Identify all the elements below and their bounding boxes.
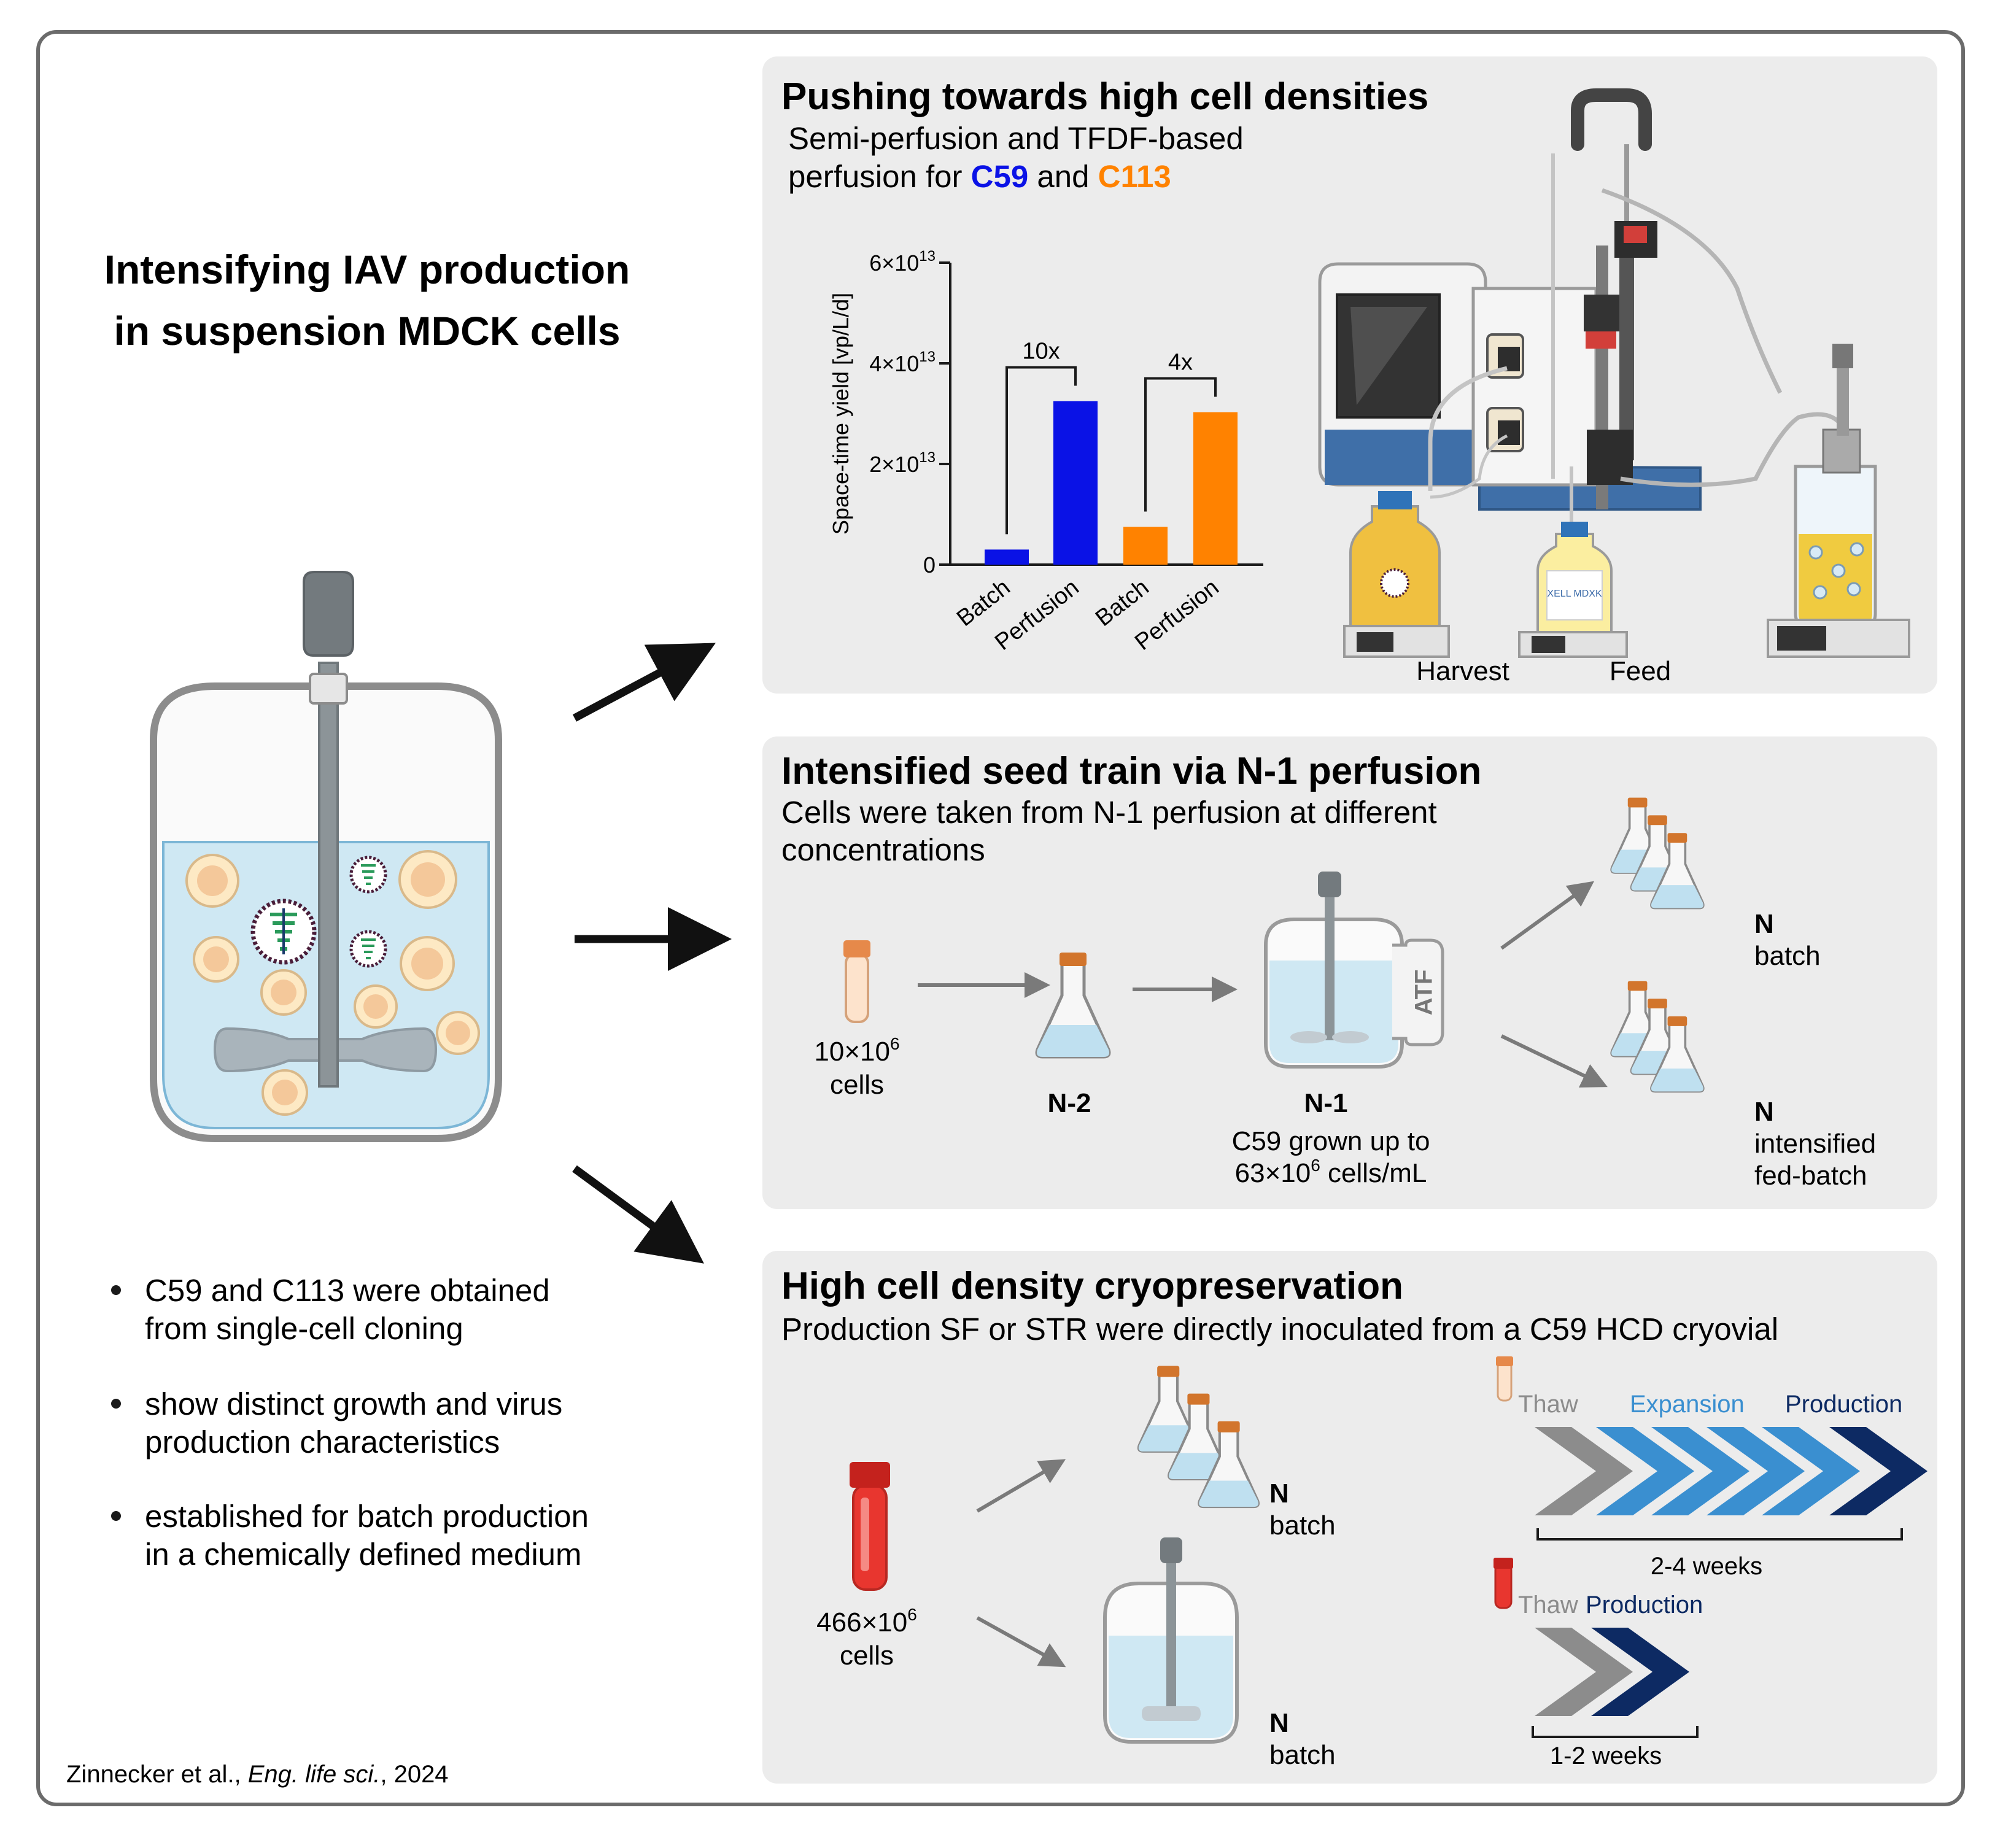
cell [262,1069,308,1116]
n1-label: N-1 [1304,1088,1348,1118]
bullet-1-line1: C59 and C113 were obtained [145,1273,550,1308]
feed-label: Feed [1610,656,1671,686]
panel1-subtitle-line1: Semi-perfusion and TFDF-based [788,121,1244,156]
panel-seed-train: Intensified seed train via N-1 perfusion… [762,736,1937,1209]
cell [354,984,398,1029]
panel-cryopreservation: High cell density cryopreservation Produ… [762,1251,1937,1784]
timeline1-expansion: Expansion [1630,1391,1745,1418]
sf-n: N [1269,1479,1289,1509]
bullet-list: C59 and C113 were obtained from single-c… [111,1273,589,1572]
out2-desc-line1: intensified [1754,1129,1876,1159]
citation: Zinnecker et al., Eng. life sci., 2024 [66,1761,449,1788]
chart-y-tick-label: 0 [923,552,936,578]
chart-fold-bracket [1005,366,1077,535]
perfusion-setup-illustration: XELL MDXK [1318,88,1910,658]
cell [398,850,457,909]
bullet-3-line1: established for batch production [145,1499,589,1534]
bullet-2-line2: production characteristics [145,1425,500,1459]
out1-desc: batch [1754,941,1821,971]
hcd-cryovial-icon [850,1462,890,1591]
vial-count: 10×106 [814,1034,899,1067]
arrow-n1-to-fedbatch [1500,1034,1608,1088]
timeline2-thaw: Thaw [1518,1591,1578,1618]
panel2-subtitle-line2: concentrations [781,832,985,867]
main-title-line1: Intensifying IAV production [104,247,630,292]
chart-bar [1053,401,1098,565]
virus-particle [349,856,387,894]
n1-desc-line1: C59 grown up to [1232,1126,1430,1156]
stirred-tank-reactor-icon [1103,1537,1239,1744]
arrow-vial-to-str [976,1616,1066,1668]
panel-high-cell-density: Pushing towards high cell densities Semi… [762,56,1937,694]
chart-bar [985,549,1029,565]
bioreactor-illustration [150,571,502,1142]
out2-desc-line2: fed-batch [1754,1161,1867,1191]
timeline-2-4-weeks: Thaw Expansion Production 2-4 weeks [1496,1356,1927,1580]
bullet-2-line1: show distinct growth and virus [145,1386,562,1421]
arrow-to-panel3 [572,1165,704,1264]
timeline2-production: Production [1586,1591,1703,1618]
cell [260,969,307,1016]
chart-bar [1123,527,1168,565]
vial-unit: cells [830,1070,884,1100]
timeline-1-2-weeks: Thaw Production 1-2 weeks [1494,1558,1703,1769]
cell [193,936,239,983]
cryovial-small-icon [843,940,870,1023]
chart-y-tick-label: 2×1013 [869,449,936,477]
cell [185,854,239,908]
chart-fold-label: 4x [1168,350,1193,376]
out2-n: N [1754,1097,1774,1127]
harvest-label: Harvest [1416,656,1509,686]
arrow-n1-to-batch [1500,881,1595,950]
chart-y-axis-label: Space-time yield [vp/L/d] [828,293,853,535]
timeline1-production: Production [1785,1391,1902,1418]
feed-bottle-label: XELL MDXK [1547,589,1602,599]
n2-label: N-2 [1048,1088,1091,1118]
chart-y-tick-label: 4×1013 [869,349,936,376]
panel1-subtitle-line2: perfusion for C59 and C113 [788,159,1171,194]
virus-particle [250,899,317,965]
atf-label: ATF [1411,970,1438,1016]
out1-n: N [1754,909,1774,939]
cell [436,1011,480,1055]
sf-desc: batch [1269,1510,1336,1541]
timeline1-thaw: Thaw [1518,1391,1578,1418]
panel2-subtitle-line1: Cells were taken from N-1 perfusion at d… [781,795,1437,830]
cell [400,936,455,991]
bullet-3-line2: in a chemically defined medium [145,1537,582,1572]
str-desc: batch [1269,1740,1336,1770]
bullet-1-line2: from single-cell cloning [145,1311,463,1346]
n1-desc-line2: 63×106 cells/mL [1235,1156,1427,1188]
chart-y-tick-label: 6×1013 [869,248,936,276]
panel3-title: High cell density cryopreservation [781,1265,1403,1307]
hcd-vial-unit: cells [840,1641,894,1671]
chart-bar [1193,412,1238,565]
arrow-vial-to-flasks [976,1459,1066,1513]
virus-particle [349,930,387,968]
chart-fold-bracket [1144,377,1217,512]
panel3-subtitle: Production SF or STR were directly inocu… [781,1312,1778,1347]
timeline2-duration: 1-2 weeks [1550,1742,1662,1769]
arrow-to-panel1 [572,643,716,722]
timeline1-duration: 2-4 weeks [1651,1553,1762,1580]
bioreactor-n1-icon: ATF [1264,872,1444,1069]
hcd-vial-count: 466×106 [816,1605,917,1637]
str-n: N [1269,1708,1289,1738]
panel1-title: Pushing towards high cell densities [781,75,1428,118]
panel2-title: Intensified seed train via N-1 perfusion [781,750,1481,792]
main-title-line2: in suspension MDCK cells [114,308,620,354]
chart-fold-label: 10x [1022,339,1060,365]
